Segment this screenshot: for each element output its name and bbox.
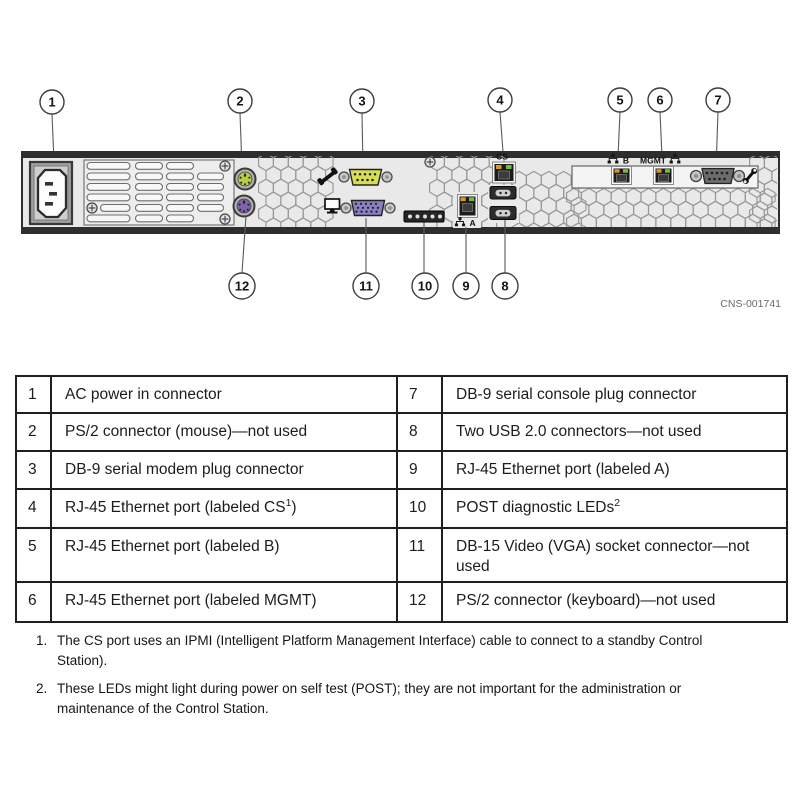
footnote-1: 1. The CS port uses an IPMI (Intelligent… [36,631,726,670]
legend-num-cell: 3 [15,450,52,490]
callout-11: 11 [352,272,380,300]
a-port-label: A [470,218,476,228]
vga-connector [340,199,396,217]
callout-7: 7 [705,87,731,113]
legend-num-cell: 7 [396,375,443,414]
svg-text:5: 5 [616,93,623,108]
callout-leader-lines-top [51,111,719,170]
svg-text:2: 2 [236,94,243,109]
legend-desc-cell: RJ-45 Ethernet port (labeled MGMT) [50,580,398,623]
legend-desc-cell: Two USB 2.0 connectors—not used [441,412,788,452]
legend-num-cell: 2 [15,412,52,452]
svg-text:1: 1 [48,95,55,110]
callout-6: 6 [647,87,673,113]
screw-icon [219,160,231,172]
rj45-port-cs: CS [492,152,516,184]
cs-port-label: CS [496,152,508,162]
table-row: 6 RJ-45 Ethernet port (labeled MGMT) 12 … [15,580,788,623]
b-port-label: B [623,156,629,166]
legend-num-cell: 5 [15,527,52,583]
legend-desc-cell: DB-9 serial modem plug connector [50,450,398,490]
callout-12: 12 [228,272,256,300]
vent-grille [83,159,235,226]
legend-num-cell: 12 [396,580,443,623]
footnote-number: 2. [36,681,48,697]
legend-desc-cell: PS/2 connector (mouse)—not used [50,412,398,452]
screw-icon [219,213,231,225]
db9-serial-console-connector [689,167,746,185]
callout-9: 9 [452,272,480,300]
monitor-icon [324,198,341,214]
legend-num-cell: 4 [15,488,52,529]
callout-10: 10 [411,272,439,300]
db9-serial-modem-connector [338,168,393,186]
table-row: 1 AC power in connector 7 DB-9 serial co… [15,375,788,414]
connector-legend-table: 1 AC power in connector 7 DB-9 serial co… [15,375,788,623]
svg-text:11: 11 [359,279,373,294]
callout-2: 2 [227,88,253,114]
svg-text:6: 6 [656,93,663,108]
rj45-port-mgmt [653,166,674,185]
footnote-text: The CS port uses an IPMI (Intelligent Pl… [57,633,703,668]
legend-desc-cell: RJ-45 Ethernet port (labeled CS1) [50,488,398,529]
callouts-bottom: 12 11 10 9 8 [228,272,519,300]
usb-port-2 [489,206,517,220]
table-row: 5 RJ-45 Ethernet port (labeled B) 11 DB-… [15,527,788,583]
legend-num-cell: 9 [396,450,443,490]
legend-num-cell: 1 [15,375,52,414]
svg-text:3: 3 [358,94,365,109]
usb-port-1 [489,186,517,200]
svg-text:9: 9 [462,279,469,294]
legend-desc-cell: DB-15 Video (VGA) socket connector—not u… [441,527,788,583]
ac-power-inlet [28,160,74,226]
table-row: 4 RJ-45 Ethernet port (labeled CS1) 10 P… [15,488,788,529]
legend-num-cell: 10 [396,488,443,529]
callouts-top: 1 2 3 4 5 6 7 [39,87,731,115]
svg-text:4: 4 [496,93,504,108]
table-row: 2 PS/2 connector (mouse)—not used 8 Two … [15,412,788,452]
legend-desc-cell: DB-9 serial console plug connector [441,375,788,414]
callout-leader-lines-bottom [241,215,506,273]
ps2-mouse-port [233,167,257,191]
callout-1: 1 [39,89,65,115]
ps2-keyboard-port [232,194,256,218]
legend-num-cell: 6 [15,580,52,623]
svg-text:8: 8 [501,279,508,294]
wrench-icon [742,168,758,184]
legend-desc-cell: AC power in connector [50,375,398,414]
figure-id: CNS-001741 [720,298,781,310]
rj45-port-a: A [454,194,478,228]
mgmt-port-label: MGMT [640,156,667,166]
legend-desc-cell: RJ-45 Ethernet port (labeled A) [441,450,788,490]
legend-desc-cell: PS/2 connector (keyboard)—not used [441,580,788,623]
legend-num-cell: 8 [396,412,443,452]
rear-panel-diagram: CS A B MGMT [21,87,781,310]
footnote-text: These LEDs might light during power on s… [57,681,682,716]
svg-text:7: 7 [714,93,721,108]
rj45-port-b [611,166,632,185]
legend-desc-cell: RJ-45 Ethernet port (labeled B) [50,527,398,583]
callout-5: 5 [607,87,633,113]
footnote-number: 1. [36,633,48,648]
legend-desc-cell: POST diagnostic LEDs2 [441,488,788,529]
recessed-io-area: B MGMT [571,153,759,189]
phone-icon [317,167,338,186]
footnotes: 1. The CS port uses an IPMI (Intelligent… [36,631,726,727]
screw-icon [86,202,98,214]
screw-icon [424,156,436,168]
post-diagnostic-leds [403,210,445,223]
callout-8: 8 [491,272,519,300]
callout-4: 4 [487,87,513,113]
svg-text:12: 12 [235,279,249,294]
callout-3: 3 [349,88,375,114]
hex-vent-pattern-1 [258,156,334,227]
svg-text:10: 10 [418,279,432,294]
footnote-2: 2. These LEDs might light during power o… [36,679,726,718]
legend-num-cell: 11 [396,527,443,583]
table-row: 3 DB-9 serial modem plug connector 9 RJ-… [15,450,788,490]
